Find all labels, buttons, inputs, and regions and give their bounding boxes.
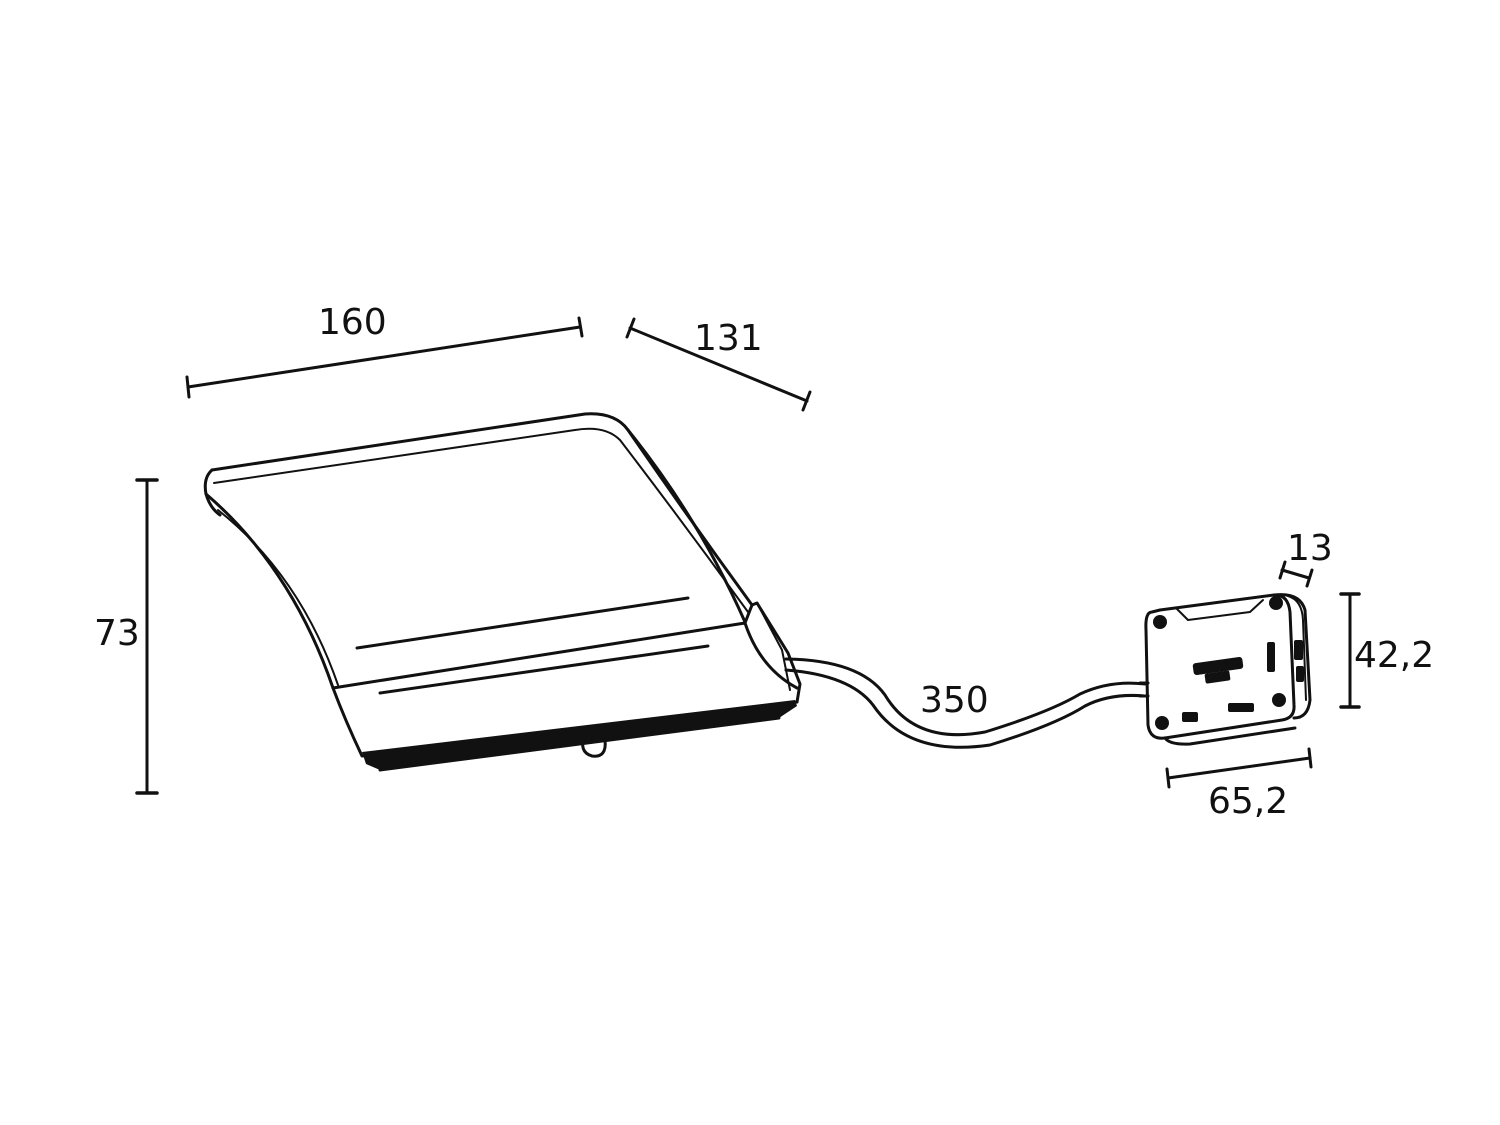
dimension-box-height bbox=[1339, 592, 1361, 709]
dimension-label-thickness: 13 bbox=[1287, 528, 1333, 569]
dimension-label-height: 73 bbox=[94, 613, 140, 654]
cable bbox=[784, 657, 1147, 749]
dimension-label-box-height: 42,2 bbox=[1354, 635, 1434, 676]
dimension-width-top bbox=[185, 316, 584, 399]
dimension-box-width bbox=[1165, 747, 1313, 789]
dimension-depth-top bbox=[625, 317, 812, 412]
dimension-box-thickness bbox=[1278, 560, 1314, 588]
dimension-label-box-width: 65,2 bbox=[1208, 781, 1288, 822]
dimension-label-cable: 350 bbox=[920, 680, 989, 721]
dimension-label-depth: 131 bbox=[694, 318, 763, 359]
junction-box bbox=[1138, 593, 1312, 746]
lamp-body bbox=[203, 412, 802, 772]
dimension-height-left bbox=[135, 478, 159, 795]
dimension-label-width: 160 bbox=[318, 302, 387, 343]
